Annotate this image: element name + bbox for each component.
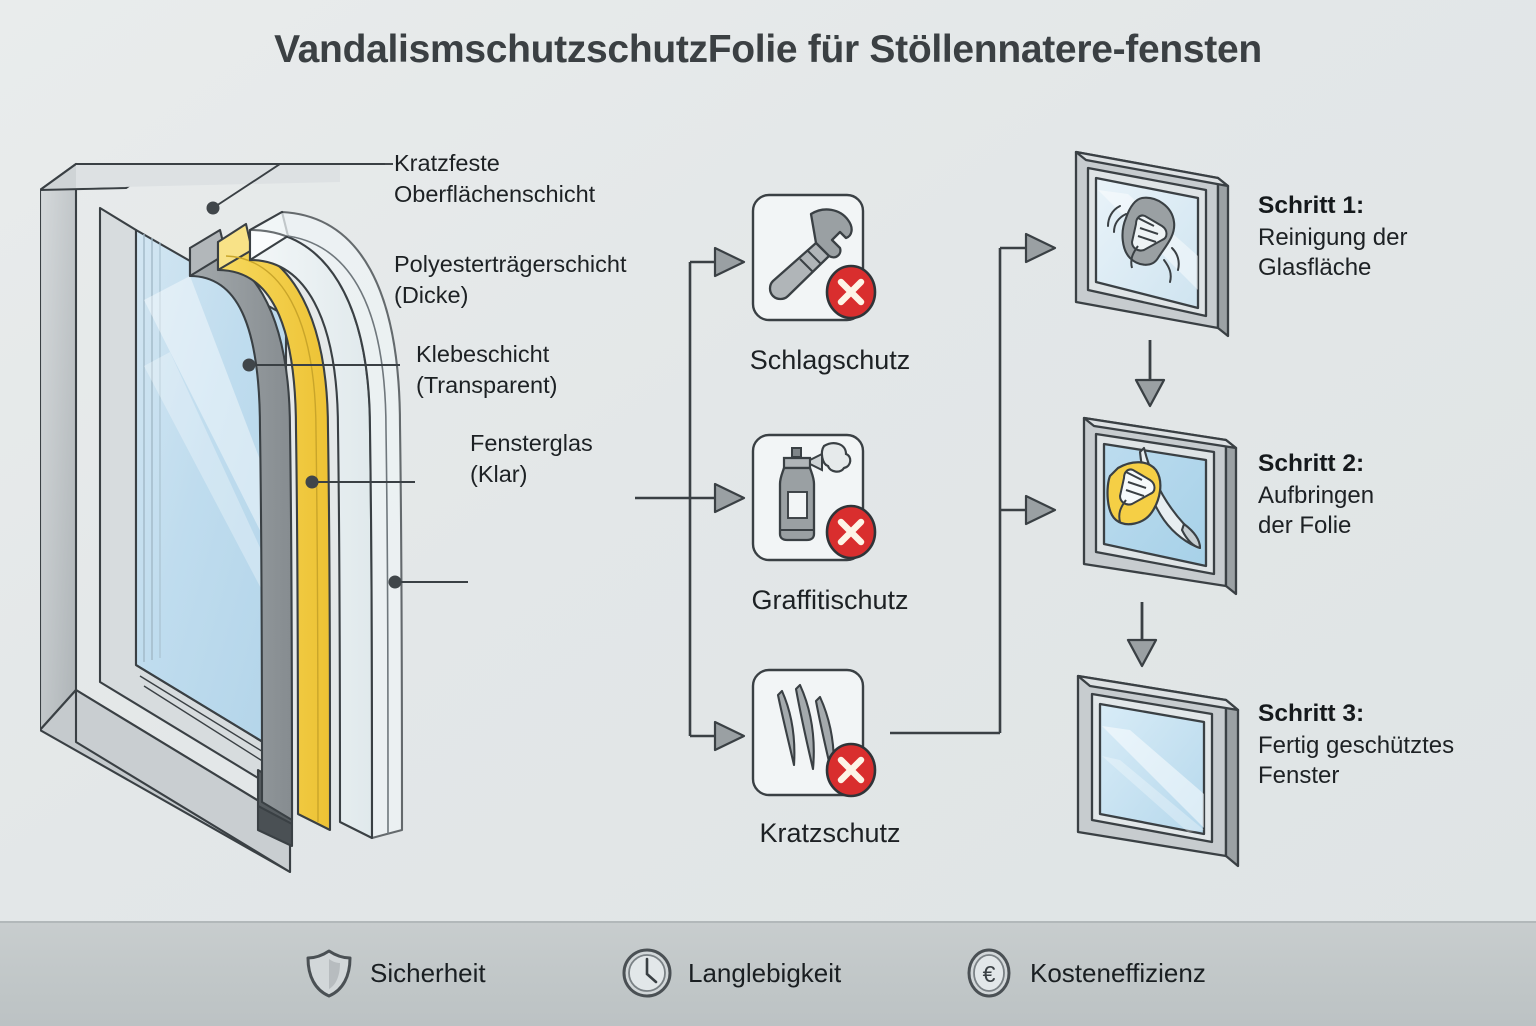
cleaning-cloth-icon bbox=[1107, 196, 1180, 283]
cross-badge-icon bbox=[825, 742, 877, 798]
protection-label-impact: Schlagschutz bbox=[749, 345, 911, 375]
right-flow-connector bbox=[890, 232, 1057, 735]
step-2-window-illustration bbox=[1082, 416, 1238, 596]
footer-item-cost[interactable]: € Kosteneffizienz bbox=[962, 944, 1206, 1002]
hand-icon bbox=[1118, 468, 1156, 523]
layer-label-glass: Fensterglas (Klar) bbox=[470, 430, 593, 487]
step-1-heading: Schritt 1: bbox=[1258, 192, 1365, 219]
arrow-to-scratch bbox=[713, 720, 746, 752]
film-application-icon bbox=[1106, 461, 1162, 526]
protection-label-scratch: Kratzschutz bbox=[759, 818, 901, 848]
protection-box-impact[interactable] bbox=[748, 190, 888, 345]
arrow-to-graffiti bbox=[713, 482, 746, 514]
arrow-to-step2 bbox=[1024, 494, 1057, 526]
footer-label-durability: Langlebigkeit bbox=[688, 957, 842, 988]
shield-icon bbox=[306, 949, 352, 998]
footer-bar bbox=[0, 921, 1536, 1026]
step-1-window-illustration bbox=[1074, 150, 1230, 338]
euro-icon: € bbox=[967, 948, 1011, 998]
arrow-step1-to-step2 bbox=[1134, 340, 1166, 408]
leader-dot-scratch bbox=[206, 201, 220, 215]
spray-can-icon bbox=[778, 442, 852, 542]
footer-item-durability[interactable]: Langlebigkeit bbox=[620, 944, 841, 1002]
leader-dot-glass bbox=[388, 575, 402, 589]
step-2-body: Aufbringen der Folie bbox=[1258, 482, 1375, 539]
footer-label-security: Sicherheit bbox=[370, 957, 486, 988]
clock-icon bbox=[622, 948, 672, 998]
step-2-heading: Schritt 2: bbox=[1258, 450, 1365, 477]
motion-lines-icon bbox=[1107, 205, 1180, 283]
leader-dot-polyester bbox=[242, 358, 256, 372]
footer-item-security[interactable]: Sicherheit bbox=[302, 944, 486, 1002]
arrow-to-step1 bbox=[1024, 232, 1057, 264]
left-flow-connector bbox=[635, 246, 746, 752]
cross-badge-icon bbox=[825, 264, 877, 320]
window-cross-section-diagram bbox=[40, 162, 460, 874]
step-3-window-illustration bbox=[1076, 674, 1240, 868]
hammer-icon bbox=[768, 208, 853, 301]
layer-label-polyester: Polyesterträgerschicht (Dicke) bbox=[394, 251, 627, 308]
page-title: VandalismschutzschutzFolie für Stöllenna… bbox=[274, 28, 1262, 71]
protection-box-graffiti[interactable] bbox=[748, 430, 888, 585]
leader-line-extensions bbox=[380, 163, 468, 583]
protection-box-scratch[interactable] bbox=[748, 665, 888, 825]
arrow-step2-to-step3 bbox=[1126, 602, 1158, 668]
protection-label-graffiti: Graffitischutz bbox=[751, 585, 909, 615]
step-1-body: Reinigung der Glasfläche bbox=[1258, 224, 1408, 281]
layer-label-scratch: Kratzfeste Oberflächenschicht bbox=[394, 150, 596, 207]
layer-label-adhesive: Klebeschicht (Transparent) bbox=[416, 341, 558, 398]
arrow-to-impact bbox=[713, 246, 746, 278]
hand-icon bbox=[1130, 214, 1168, 269]
step-1-text: Schritt 1: Reinigung der Glasfläche bbox=[1258, 192, 1518, 283]
svg-text:€: € bbox=[983, 961, 996, 987]
step-2-text: Schritt 2: Aufbringen der Folie bbox=[1258, 450, 1518, 541]
step-3-body: Fertig geschütztes Fenster bbox=[1258, 732, 1455, 789]
step-3-text: Schritt 3: Fertig geschütztes Fenster bbox=[1258, 700, 1536, 791]
step-3-heading: Schritt 3: bbox=[1258, 700, 1365, 727]
footer-label-cost: Kosteneffizienz bbox=[1030, 957, 1206, 988]
leader-dot-adhesive bbox=[305, 475, 319, 489]
cross-badge-icon bbox=[825, 504, 877, 560]
